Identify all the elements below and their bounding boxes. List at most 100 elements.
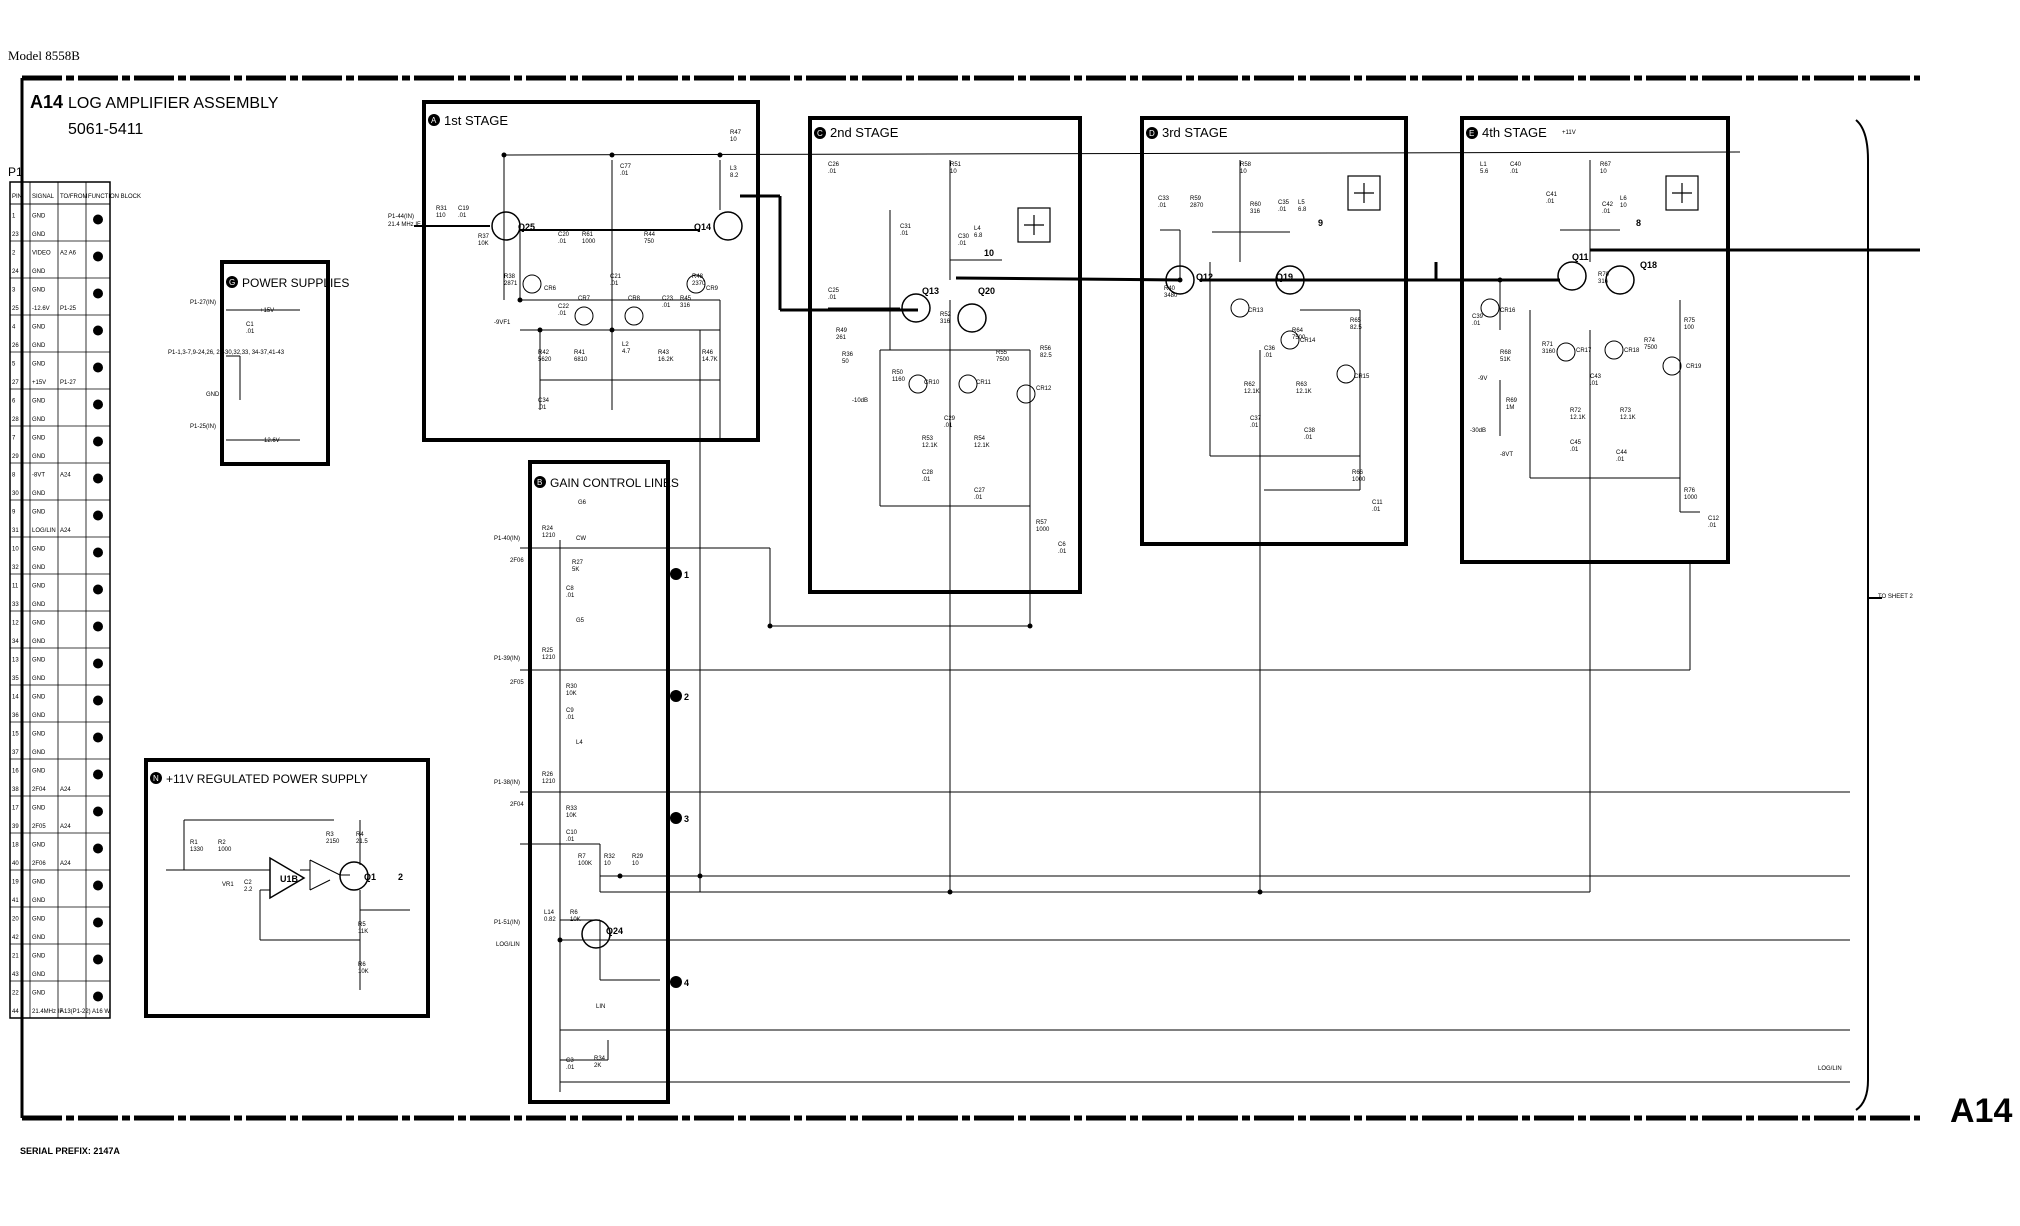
p1-cell: 17	[12, 806, 19, 812]
label-c27: C27.01	[974, 488, 986, 501]
p1-cell: GND	[32, 602, 46, 608]
label-cr14: CR14	[1300, 338, 1316, 344]
p1-cell: 14	[12, 695, 19, 701]
label-p1_38: P1-38(IN)	[494, 780, 520, 786]
p1-header-3: FUNCTION BLOCK	[88, 194, 141, 200]
p1-cell: 40	[12, 861, 19, 867]
function-block-marker	[93, 732, 103, 743]
label-q25: Q25	[518, 222, 535, 232]
label-p1_25: P1-25(IN)	[190, 424, 216, 430]
label-p1_gnd: P1-1,3-7,9-24,26, 28-30,32,33, 34-37,41-…	[168, 350, 285, 356]
to-sheet-label: TO SHEET 2	[1878, 594, 1913, 600]
label-q11: Q11	[1572, 252, 1589, 262]
label-c26: C26.01	[828, 162, 840, 175]
stage3-title: 3rd STAGE	[1162, 125, 1228, 140]
p1-cell: GND	[32, 417, 46, 423]
p1-cell: 1	[12, 214, 16, 220]
p1-cell: A24	[60, 787, 71, 793]
label-cr19: CR19	[1686, 364, 1702, 370]
assembly-part: 5061-5411	[68, 121, 143, 138]
reg-box	[144, 758, 430, 1018]
p1-cell: GND	[32, 362, 46, 368]
label-c35: C35.01	[1278, 200, 1290, 213]
label-q24: Q24	[606, 926, 623, 936]
label-m30: -30dB	[1470, 428, 1486, 434]
label-c45: C45.01	[1570, 440, 1582, 453]
label-cr18: CR18	[1624, 348, 1640, 354]
label-m10: -10dB	[852, 398, 868, 404]
function-block-marker	[93, 917, 103, 928]
gain-letter: B	[537, 478, 542, 487]
label-c37: C37.01	[1250, 416, 1262, 429]
label-c11: C11.01	[1372, 500, 1383, 513]
p1-cell: 13	[12, 658, 19, 664]
label-cr15: CR15	[1354, 374, 1370, 380]
p1-cell: GND	[32, 454, 46, 460]
p1-cell: GND	[32, 898, 46, 904]
stage2-box	[808, 116, 1082, 594]
p1-header-0: PIN	[12, 194, 22, 200]
p1-cell: 38	[12, 787, 19, 793]
p1-header-1: SIGNAL	[32, 194, 55, 200]
p1-cell: GND	[32, 547, 46, 553]
p1-cell: 24	[12, 269, 19, 275]
label-c12: C12.01	[1708, 516, 1720, 529]
label-c42: C42.01	[1602, 202, 1614, 215]
p1-cell: GND	[32, 676, 46, 682]
function-block-marker	[93, 288, 103, 299]
label-t9: 9	[1318, 218, 1323, 228]
power-box	[220, 260, 330, 466]
p1-cell: 34	[12, 639, 19, 645]
p1-cell: VIDEO	[32, 251, 51, 257]
label-q1: Q1	[364, 872, 376, 882]
p1-cell: 26	[12, 343, 19, 349]
label-cr16: CR16	[1500, 308, 1516, 314]
p1-cell: P1-27	[60, 380, 77, 386]
p1-cell: GND	[32, 769, 46, 775]
function-block-marker	[93, 621, 103, 632]
label-c10: C10.01	[566, 830, 578, 843]
function-block-marker	[93, 362, 103, 373]
label-gnd: GND	[206, 392, 220, 398]
label-u1b: U1B	[280, 874, 299, 884]
p1-cell: GND	[32, 584, 46, 590]
label-c33: C33.01	[1158, 196, 1170, 209]
p1-cell: 42	[12, 935, 19, 941]
stage2-title: 2nd STAGE	[830, 125, 899, 140]
p1-cell: 16	[12, 769, 19, 775]
label-m9v: -9V	[1478, 376, 1487, 382]
p1-cell: GND	[32, 750, 46, 756]
power-title: POWER SUPPLIES	[242, 276, 349, 290]
p1-cell: 22	[12, 991, 19, 997]
p1-cell: GND	[32, 639, 46, 645]
reg-title: +11V REGULATED POWER SUPPLY	[166, 772, 368, 786]
stage1-letter: A	[431, 116, 437, 125]
p1-cell: GND	[32, 288, 46, 294]
p1-cell: GND	[32, 972, 46, 978]
function-block-marker	[93, 399, 103, 410]
assembly-name: LOG AMPLIFIER ASSEMBLY	[68, 95, 279, 112]
p1-cell: 10	[12, 547, 19, 553]
function-block-marker	[93, 214, 103, 225]
